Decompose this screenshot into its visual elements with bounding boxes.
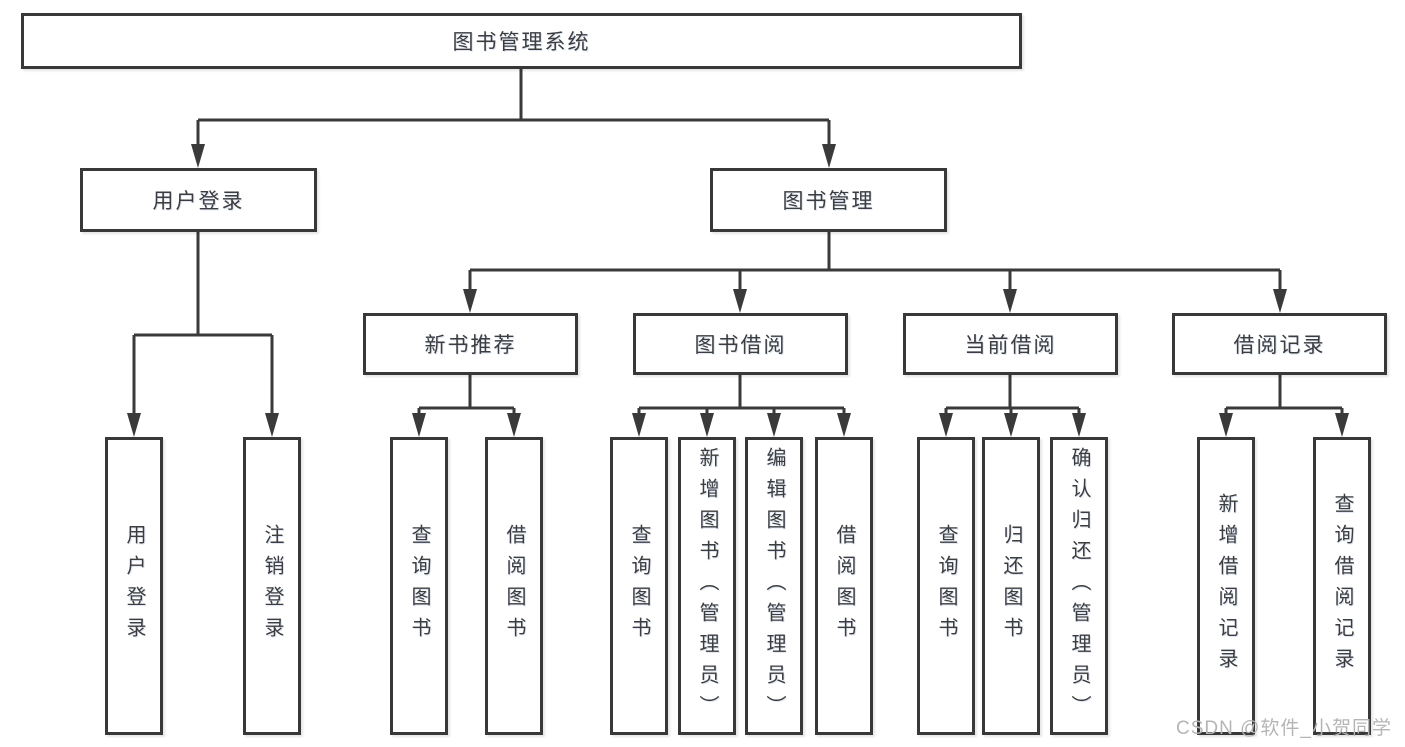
connector-book-management-to-level3 [463,232,1287,313]
leaf-return-books: 归还图书 [982,437,1040,735]
leaf-borrow-books-recommend: 借阅图书 [485,437,543,735]
leaf-label: 查询图书 [628,524,650,648]
leaf-borrow-books-borrowing: 借阅图书 [815,437,873,735]
connector-borrowing-records-to-leaves [1219,375,1349,437]
node-current-borrowing: 当前借阅 [903,313,1118,375]
leaf-label: 用户登录 [123,524,145,648]
leaf-label: 归还图书 [1000,524,1022,648]
csdn-watermark: CSDN @软件_小贺同学 [1176,718,1392,739]
node-new-book-recommendation: 新书推荐 [363,313,578,375]
leaf-label: 借阅图书 [503,524,525,648]
connector-root-to-level2 [191,69,836,168]
connector-user-login-to-leaves [127,232,279,437]
connector-new-book-recommendation-to-leaves [412,375,521,437]
leaf-label: 编辑图书（管理员） [763,446,785,726]
leaf-query-borrow-record: 查询借阅记录 [1313,437,1371,735]
leaf-edit-books-admin: 编辑图书（管理员） [745,437,803,735]
node-library-management-system: 图书管理系统 [21,13,1022,69]
leaf-add-books-admin: 新增图书（管理员） [678,437,736,735]
node-book-borrowing: 图书借阅 [633,313,848,375]
connector-current-borrowing-to-leaves [939,375,1086,437]
node-label: 借阅记录 [1233,334,1326,357]
leaf-label: 借阅图书 [833,524,855,648]
connector-book-borrowing-to-leaves [632,375,851,437]
leaf-label: 查询图书 [408,524,430,648]
leaf-add-borrow-record: 新增借阅记录 [1197,437,1255,735]
node-user-login: 用户登录 [80,168,317,232]
node-label: 图书借阅 [694,334,787,357]
leaf-query-books-borrowing: 查询图书 [610,437,668,735]
leaf-user-login: 用户登录 [105,437,163,735]
leaf-label: 查询图书 [935,524,957,648]
node-label: 用户登录 [152,190,245,213]
leaf-confirm-return-admin: 确认归还（管理员） [1050,437,1108,735]
leaf-query-books-current: 查询图书 [917,437,975,735]
node-label: 图书管理 [782,190,875,213]
leaf-query-books-recommend: 查询图书 [390,437,448,735]
leaf-label: 新增图书（管理员） [696,446,718,726]
leaf-label: 注销登录 [261,524,283,648]
node-label: 新书推荐 [424,334,517,357]
node-borrowing-records: 借阅记录 [1172,313,1387,375]
leaf-label: 新增借阅记录 [1215,493,1237,679]
leaf-label: 确认归还（管理员） [1068,446,1090,726]
node-label: 当前借阅 [964,334,1057,357]
leaf-logout: 注销登录 [243,437,301,735]
node-book-management: 图书管理 [710,168,947,232]
leaf-label: 查询借阅记录 [1331,493,1353,679]
node-label: 图书管理系统 [452,31,591,54]
